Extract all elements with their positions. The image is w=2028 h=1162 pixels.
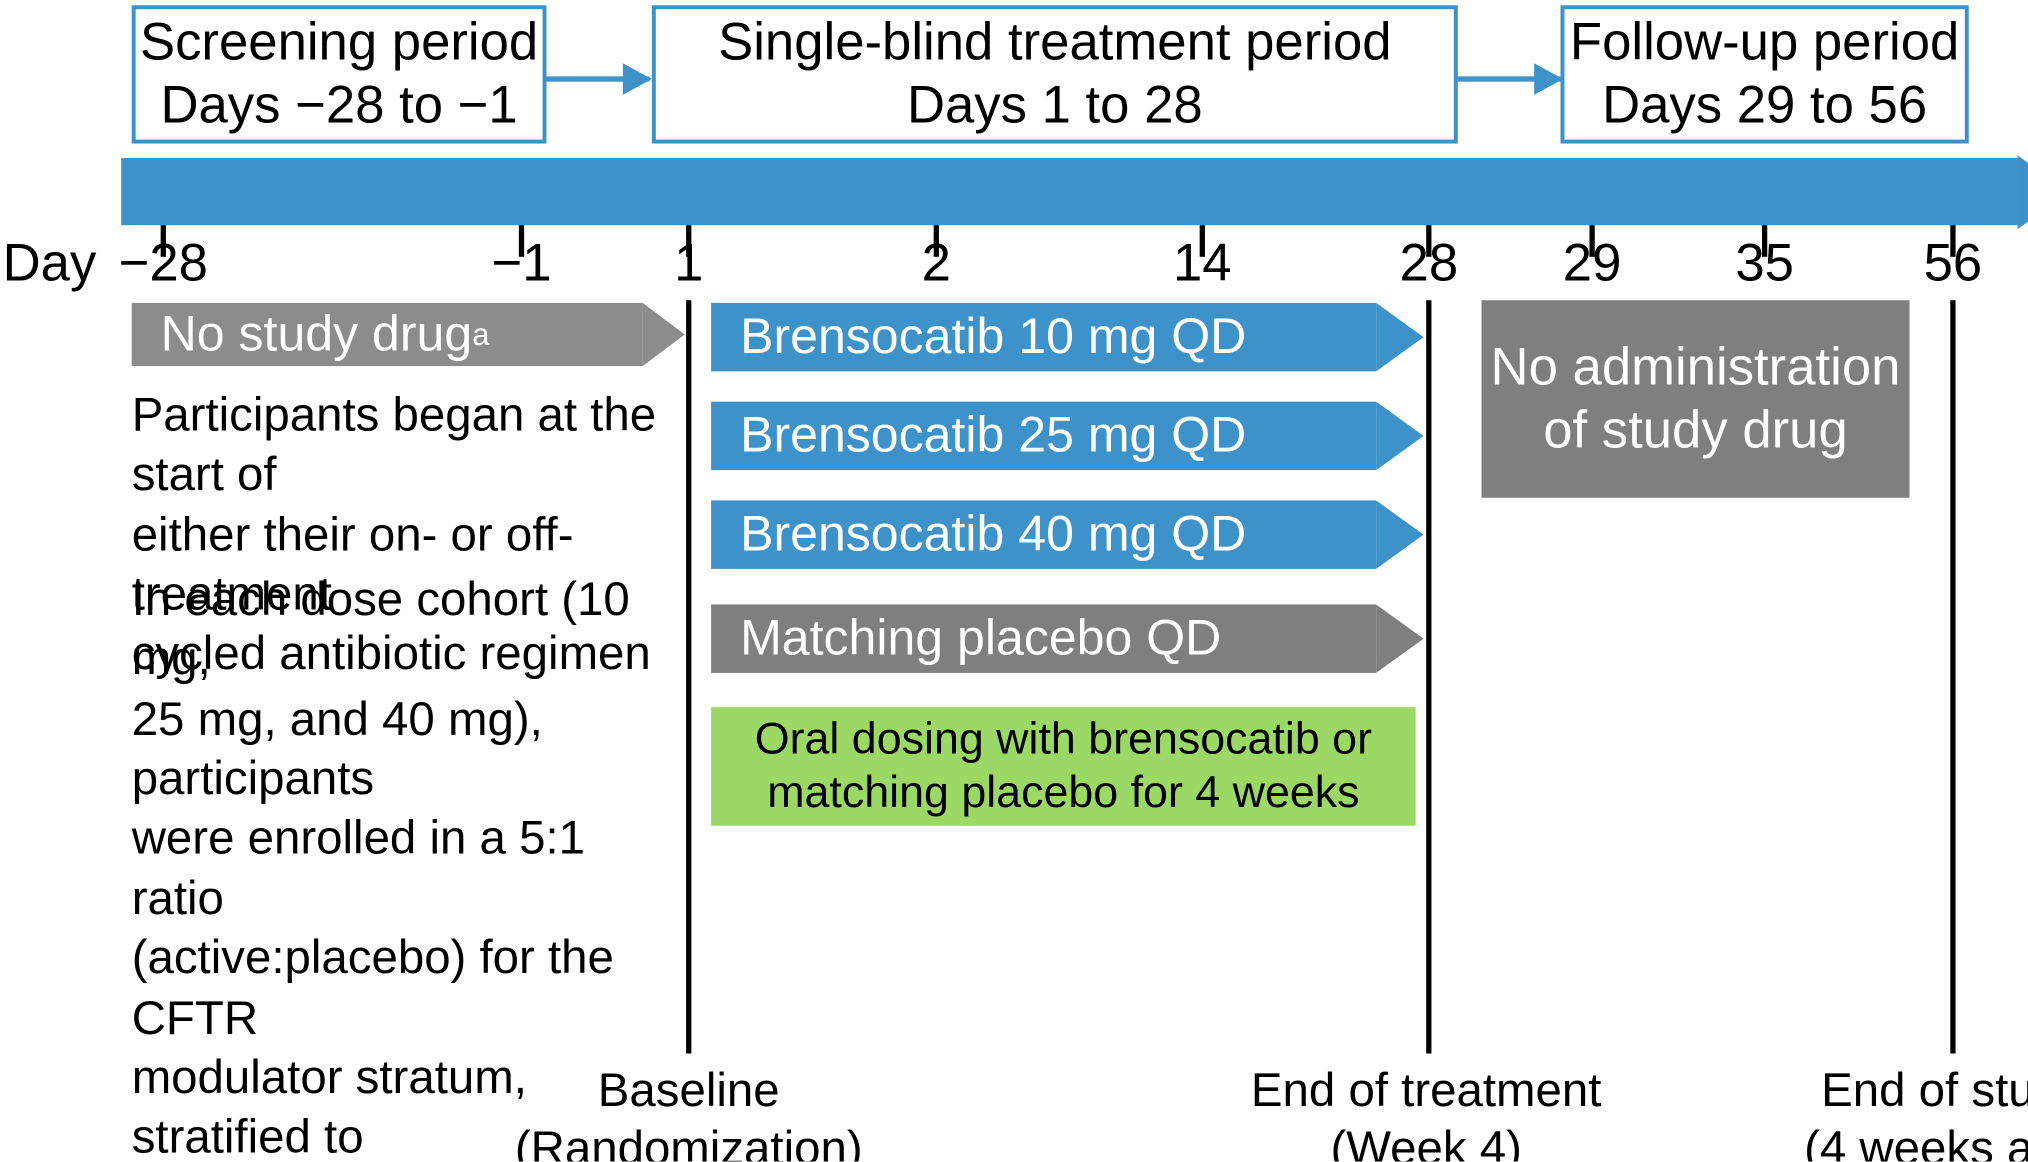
milestone-line-end-of-study — [1950, 300, 1956, 1054]
axis-tick-14 — [1199, 225, 1205, 257]
period-box-treatment-line2: Days 1 to 28 — [906, 75, 1203, 134]
day-label-minus1: −1 — [491, 234, 552, 293]
milestone-caption-end-of-study: End of study (4 weeks after last dose) — [1804, 1062, 2028, 1162]
band-matching-placebo-label: Matching placebo QD — [740, 610, 1222, 666]
oral-dosing-line2: matching placebo for 4 weeks — [767, 767, 1360, 818]
band-brensocatib-40mg: Brensocatib 40 mg QD — [711, 500, 1424, 569]
band-arrowhead-icon — [1376, 500, 1424, 569]
milestone-caption-baseline: Baseline (Randomization) — [514, 1062, 863, 1162]
day-label-2: 2 — [921, 234, 951, 293]
period-box-screening-line1: Screening period — [139, 13, 539, 72]
milestone-line-baseline — [686, 300, 692, 1054]
period-box-treatment-line1: Single-blind treatment period — [718, 13, 1392, 72]
note-cycled-antibiotic-regimen: Participants began at the start of eithe… — [131, 387, 657, 681]
arrowhead-icon — [622, 63, 652, 95]
day-label-28: 28 — [1399, 234, 1459, 293]
oral-dosing-line1: Oral dosing with brensocatib or — [754, 714, 1372, 765]
axis-tick-35 — [1761, 225, 1768, 257]
no-administration-line1: No administration — [1490, 338, 1901, 397]
oral-dosing-box: Oral dosing with brensocatib or matching… — [711, 707, 1416, 826]
axis-tick-29 — [1589, 225, 1595, 257]
axis-tick-56 — [1950, 225, 1956, 257]
axis-tick-28 — [1426, 225, 1432, 257]
arrowhead-icon — [1534, 63, 1564, 95]
band-arrowhead-icon — [1376, 401, 1424, 471]
milestone-line-end-of-treatment — [1426, 300, 1432, 1054]
axis-tick-minus1 — [518, 225, 525, 257]
day-label-35: 35 — [1735, 234, 1794, 293]
period-box-treatment: Single-blind treatment period Days 1 to … — [651, 5, 1458, 144]
band-arrowhead-icon — [1376, 604, 1424, 673]
band-arrowhead-icon — [642, 302, 685, 367]
note-dose-cohort-randomization: In each dose cohort (10 mg, 25 mg, and 4… — [131, 571, 630, 1162]
period-box-followup-line2: Days 29 to 56 — [1602, 75, 1928, 134]
band-brensocatib-25mg: Brensocatib 25 mg QD — [711, 401, 1424, 471]
connector-screening-to-treatment — [546, 63, 652, 95]
axis-tick-1 — [686, 225, 692, 257]
connector-treatment-to-followup — [1457, 63, 1564, 95]
period-box-followup-line1: Follow-up period — [1569, 13, 1960, 72]
band-brensocatib-40mg-label: Brensocatib 40 mg QD — [740, 506, 1247, 562]
milestone-caption-end-of-treatment: End of treatment (Week 4) — [1250, 1062, 1602, 1162]
band-arrowhead-icon — [1376, 302, 1424, 372]
band-no-study-drug-label: No study drug — [160, 306, 473, 362]
day-label-14: 14 — [1173, 234, 1232, 293]
no-administration-box: No administration of study drug — [1481, 300, 1910, 498]
band-brensocatib-10mg-label: Brensocatib 10 mg QD — [740, 308, 1247, 365]
timeline-arrowhead-icon — [2017, 155, 2028, 230]
period-box-followup: Follow-up period Days 29 to 56 — [1560, 5, 1969, 144]
no-administration-line2: of study drug — [1543, 401, 1848, 460]
band-brensocatib-10mg: Brensocatib 10 mg QD — [711, 302, 1424, 372]
timeline-bar — [121, 158, 2018, 226]
axis-tick-2 — [933, 225, 939, 257]
band-brensocatib-25mg-label: Brensocatib 25 mg QD — [740, 407, 1247, 463]
day-label-minus28: −28 — [118, 234, 208, 293]
day-label-56: 56 — [1923, 234, 1983, 293]
axis-tick-minus28 — [160, 225, 166, 257]
band-matching-placebo: Matching placebo QD — [711, 604, 1424, 673]
period-box-screening: Screening period Days −28 to −1 — [131, 5, 547, 144]
day-label-1: 1 — [674, 234, 704, 293]
day-label-29: 29 — [1562, 234, 1622, 293]
axis-caption-day: Day — [2, 234, 97, 293]
period-box-screening-line2: Days −28 to −1 — [160, 75, 518, 134]
